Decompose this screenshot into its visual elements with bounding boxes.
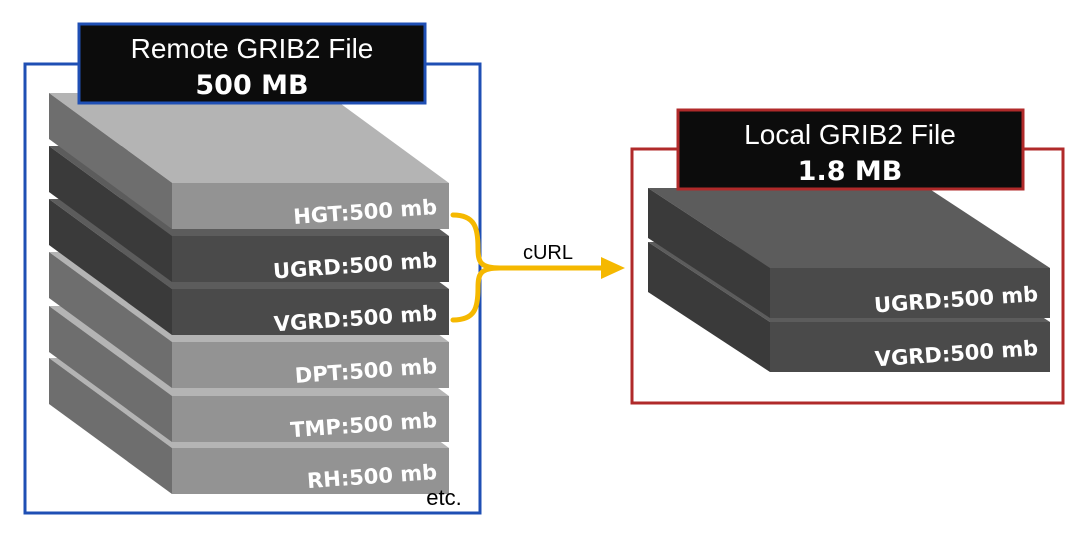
local-title-box: Local GRIB2 File 1.8 MB [676,108,1025,191]
remote-layer-4-side [49,252,172,388]
remote-layer-1-front [172,183,449,229]
transfer-arrow-head [601,257,625,279]
local-size: 1.8 MB [798,156,903,187]
remote-layer-6-front [172,448,449,494]
remote-layer-1-side [49,93,172,229]
remote-layer-2-front [172,236,449,282]
local-title: Local GRIB2 File [744,119,956,150]
local-layer-2-side [648,242,770,372]
remote-layer-3-front [172,289,449,335]
local-layer-1-top [648,188,1050,268]
remote-title: Remote GRIB2 File [131,33,374,64]
local-layer-1-front [770,268,1050,318]
transfer-connector: cURL [450,212,625,323]
local-layer-1: UGRD:500 mb [648,188,1050,318]
remote-layer-3-side [49,199,172,335]
remote-layer-5-side [49,306,172,442]
transfer-label: cURL [523,242,573,264]
remote-layer-5-front [172,396,449,442]
local-layer-2-front [770,322,1050,372]
remote-more-label: etc. [426,485,461,510]
remote-size: 500 MB [195,70,308,101]
remote-layer-1-top [49,93,449,183]
remote-layer-6-side [49,358,172,494]
remote-layer-2-side [49,146,172,282]
remote-title-background [77,22,427,105]
selection-brace [450,212,501,323]
remote-layer-4-front [172,342,449,388]
remote-title-box: Remote GRIB2 File 500 MB [77,22,427,105]
remote-layer-1: HGT:500 mb [49,93,449,229]
local-layer-1-side [648,188,770,318]
local-title-background [676,108,1025,191]
